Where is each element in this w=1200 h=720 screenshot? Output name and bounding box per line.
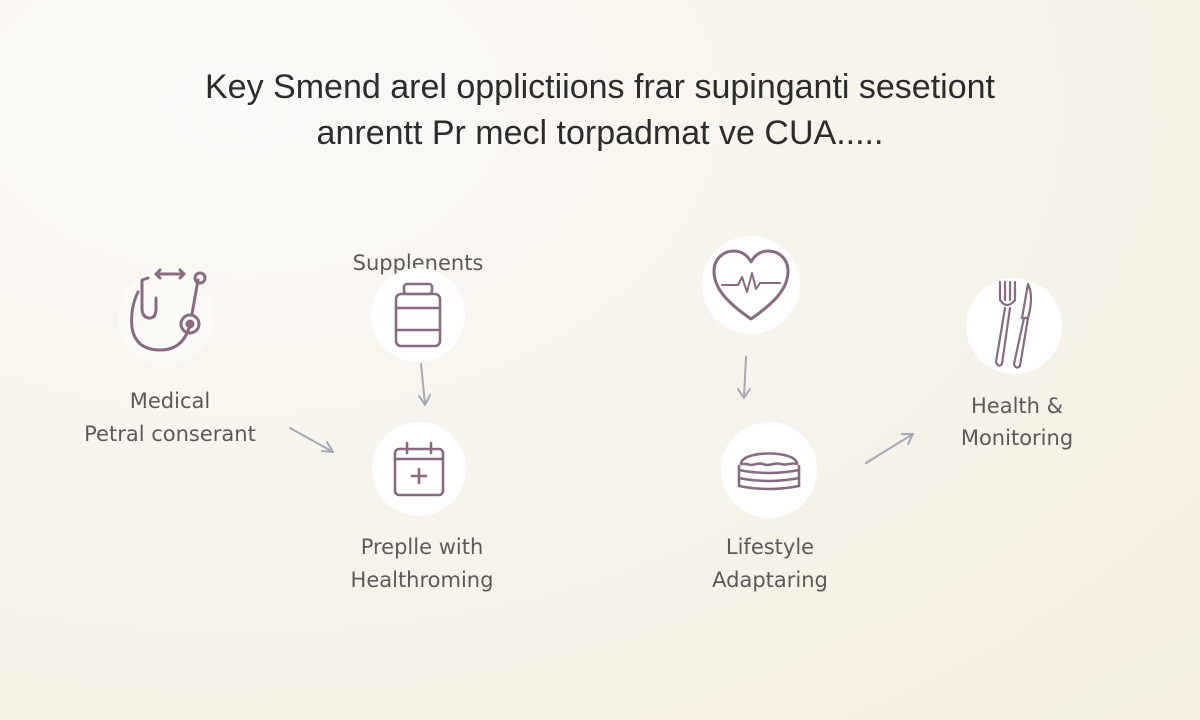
medical-label-line-1: Medical <box>129 389 211 413</box>
medical-label-line-2: Petral conserant <box>84 422 256 446</box>
diagram-title-line-2: anrentt Pr mecl torpadmat ve CUA..... <box>316 114 884 152</box>
fork-knife-icon <box>994 280 1033 369</box>
arrow-medical-to-preplle <box>289 427 334 453</box>
supplements-node <box>371 268 465 362</box>
preplle-node <box>372 422 466 516</box>
arrow-supplements-to-preplle <box>418 363 431 406</box>
stethoscope-icon <box>130 268 207 352</box>
preplle-label-line-1: Preplle with <box>360 535 484 559</box>
lifestyle-label-line-1: Lifestyle <box>725 535 815 559</box>
supplement-bottle-icon <box>394 282 442 348</box>
heart-node <box>702 236 800 334</box>
lifestyle-label-line-2: Adaptaring <box>712 568 828 592</box>
supplements-label: Supplenents <box>352 251 484 275</box>
health-label-line-2: Monitoring <box>960 426 1074 450</box>
preplle-label-line-2: Healthroming <box>350 568 494 592</box>
arrow-heart-to-lifestyle <box>737 356 751 399</box>
lifestyle-node <box>721 422 817 518</box>
arrow-lifestyle-to-health <box>865 433 914 464</box>
diagram-title-line-1: Key Smend arel opplictiions frar supinga… <box>205 68 995 106</box>
health-node <box>966 278 1062 374</box>
heart-pulse-icon <box>712 249 790 321</box>
health-label-line-1: Health & <box>970 394 1063 418</box>
medical-node <box>118 268 214 366</box>
food-stack-icon <box>737 452 801 491</box>
calendar-plus-icon <box>393 441 445 497</box>
